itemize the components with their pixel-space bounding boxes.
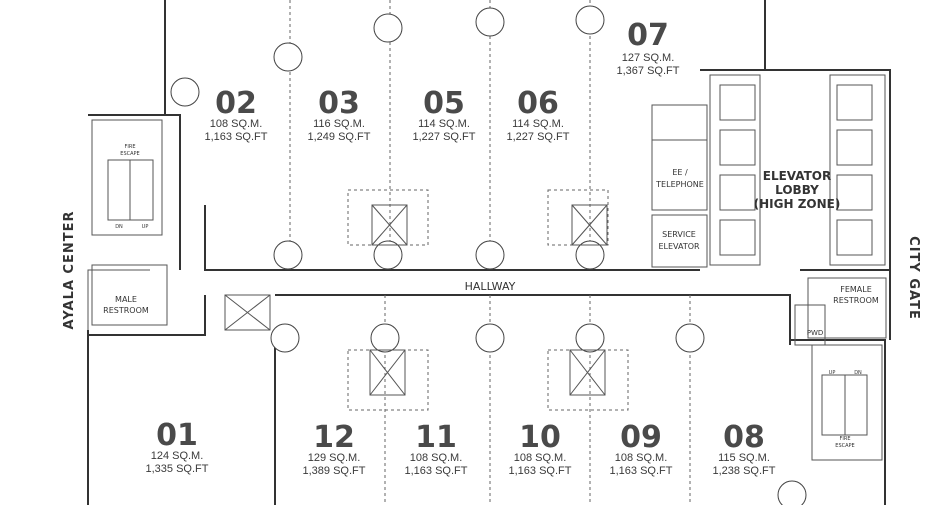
unit-sqm: 108 SQ.M. — [514, 452, 567, 464]
unit-sqm: 127 SQ.M. — [622, 52, 675, 64]
unit-partitions-south — [384, 295, 691, 505]
ee-telephone-line-2: TELEPHONE — [655, 180, 704, 189]
service-elevator-line-1: SERVICE — [662, 230, 696, 239]
unit-11: 11 108 SQ.M. 1,163 SQ.FT — [405, 420, 468, 477]
elevator-bank-east — [829, 74, 886, 266]
unit-12: 12 129 SQ.M. 1,389 SQ.FT — [303, 420, 366, 477]
unit-number: 05 — [423, 86, 465, 121]
fire-escape-right-line-1: FIRE — [840, 436, 851, 442]
unit-sqm: 116 SQ.M. — [313, 118, 365, 130]
female-restroom — [807, 277, 887, 339]
unit-sqm: 108 SQ.M. — [210, 118, 263, 130]
unit-sqft: 1,249 SQ.FT — [308, 131, 371, 143]
unit-sqm: 114 SQ.M. — [512, 118, 564, 130]
service-elevator-room — [651, 214, 708, 268]
hallway-label: HALLWAY — [465, 280, 516, 293]
stair-right-dn: DN — [854, 370, 862, 376]
unit-number: 10 — [519, 420, 561, 455]
core-module-south-2 — [547, 349, 629, 411]
unit-number: 12 — [313, 420, 355, 455]
female-restroom-line-2: RESTROOM — [833, 296, 879, 305]
core-module-north-2 — [547, 189, 609, 246]
unit-10: 10 108 SQ.M. 1,163 SQ.FT — [509, 420, 572, 477]
unit-number: 01 — [156, 418, 198, 453]
unit-number: 09 — [620, 420, 662, 455]
unit-sqft: 1,389 SQ.FT — [303, 465, 366, 477]
unit-sqft: 1,227 SQ.FT — [413, 131, 476, 143]
stair-right-up: UP — [829, 370, 836, 376]
stair-left-up: UP — [142, 224, 149, 230]
female-restroom-line-1: FEMALE — [840, 285, 872, 294]
unit-07: 07 127 SQ.M. 1,367 SQ.FT — [617, 18, 680, 77]
unit-03: 03 116 SQ.M. 1,249 SQ.FT — [308, 86, 371, 143]
unit-sqft: 1,238 SQ.FT — [713, 465, 776, 477]
unit-05: 05 114 SQ.M. 1,227 SQ.FT — [413, 86, 476, 143]
unit-number: 08 — [723, 420, 765, 455]
elevator-lobby-line-3: (HIGH ZONE) — [754, 197, 841, 211]
elevator-lobby-line-1: ELEVATOR — [763, 169, 832, 183]
building-outline — [87, 0, 891, 505]
stair-left-dn: DN — [115, 224, 123, 230]
unit-number: 11 — [415, 420, 457, 455]
male-restroom-line-2: RESTROOM — [103, 306, 149, 315]
unit-number: 02 — [215, 86, 257, 121]
unit-sqft: 1,367 SQ.FT — [617, 65, 680, 77]
hallway-shaft — [224, 294, 271, 331]
unit-02: 02 108 SQ.M. 1,163 SQ.FT — [205, 86, 268, 143]
core-module-north-1 — [347, 189, 429, 246]
male-restroom-line-1: MALE — [115, 295, 137, 304]
unit-number: 06 — [517, 86, 559, 121]
service-elevator-line-2: ELEVATOR — [658, 242, 700, 251]
structural-columns — [170, 5, 807, 505]
unit-number: 03 — [318, 86, 360, 121]
unit-09: 09 108 SQ.M. 1,163 SQ.FT — [610, 420, 673, 477]
fire-escape-left-line-1: FIRE — [125, 144, 136, 150]
unit-08: 08 115 SQ.M. 1,238 SQ.FT — [713, 420, 776, 477]
unit-sqft: 1,163 SQ.FT — [509, 465, 572, 477]
side-label-left: AYALA CENTER — [62, 211, 77, 330]
ee-telephone-line-1: EE / — [672, 168, 688, 177]
unit-sqm: 108 SQ.M. — [410, 452, 463, 464]
fire-escape-left — [91, 119, 163, 236]
unit-sqm: 114 SQ.M. — [418, 118, 470, 130]
unit-01: 01 124 SQ.M. 1,335 SQ.FT — [146, 418, 209, 475]
side-label-right: CITY GATE — [906, 236, 921, 320]
unit-sqft: 1,227 SQ.FT — [507, 131, 570, 143]
male-restroom — [91, 264, 168, 326]
pwd-room — [794, 304, 826, 346]
pwd-label: PWD — [807, 329, 824, 337]
fire-escape-right — [811, 344, 883, 461]
unit-sqm: 129 SQ.M. — [308, 452, 361, 464]
elevator-bank-west — [709, 74, 761, 266]
elevator-lobby-line-2: LOBBY — [775, 183, 819, 197]
unit-sqm: 108 SQ.M. — [615, 452, 668, 464]
unit-sqft: 1,163 SQ.FT — [610, 465, 673, 477]
fire-escape-left-line-2: ESCAPE — [120, 151, 139, 157]
unit-sqft: 1,335 SQ.FT — [146, 463, 209, 475]
unit-number: 07 — [627, 18, 669, 53]
ee-telephone-room — [651, 104, 708, 211]
fire-escape-right-line-2: ESCAPE — [835, 443, 854, 449]
unit-06: 06 114 SQ.M. 1,227 SQ.FT — [507, 86, 570, 143]
unit-sqft: 1,163 SQ.FT — [405, 465, 468, 477]
unit-sqft: 1,163 SQ.FT — [205, 131, 268, 143]
unit-sqm: 115 SQ.M. — [718, 452, 770, 464]
core-module-south-1 — [347, 349, 429, 411]
unit-sqm: 124 SQ.M. — [151, 450, 204, 462]
